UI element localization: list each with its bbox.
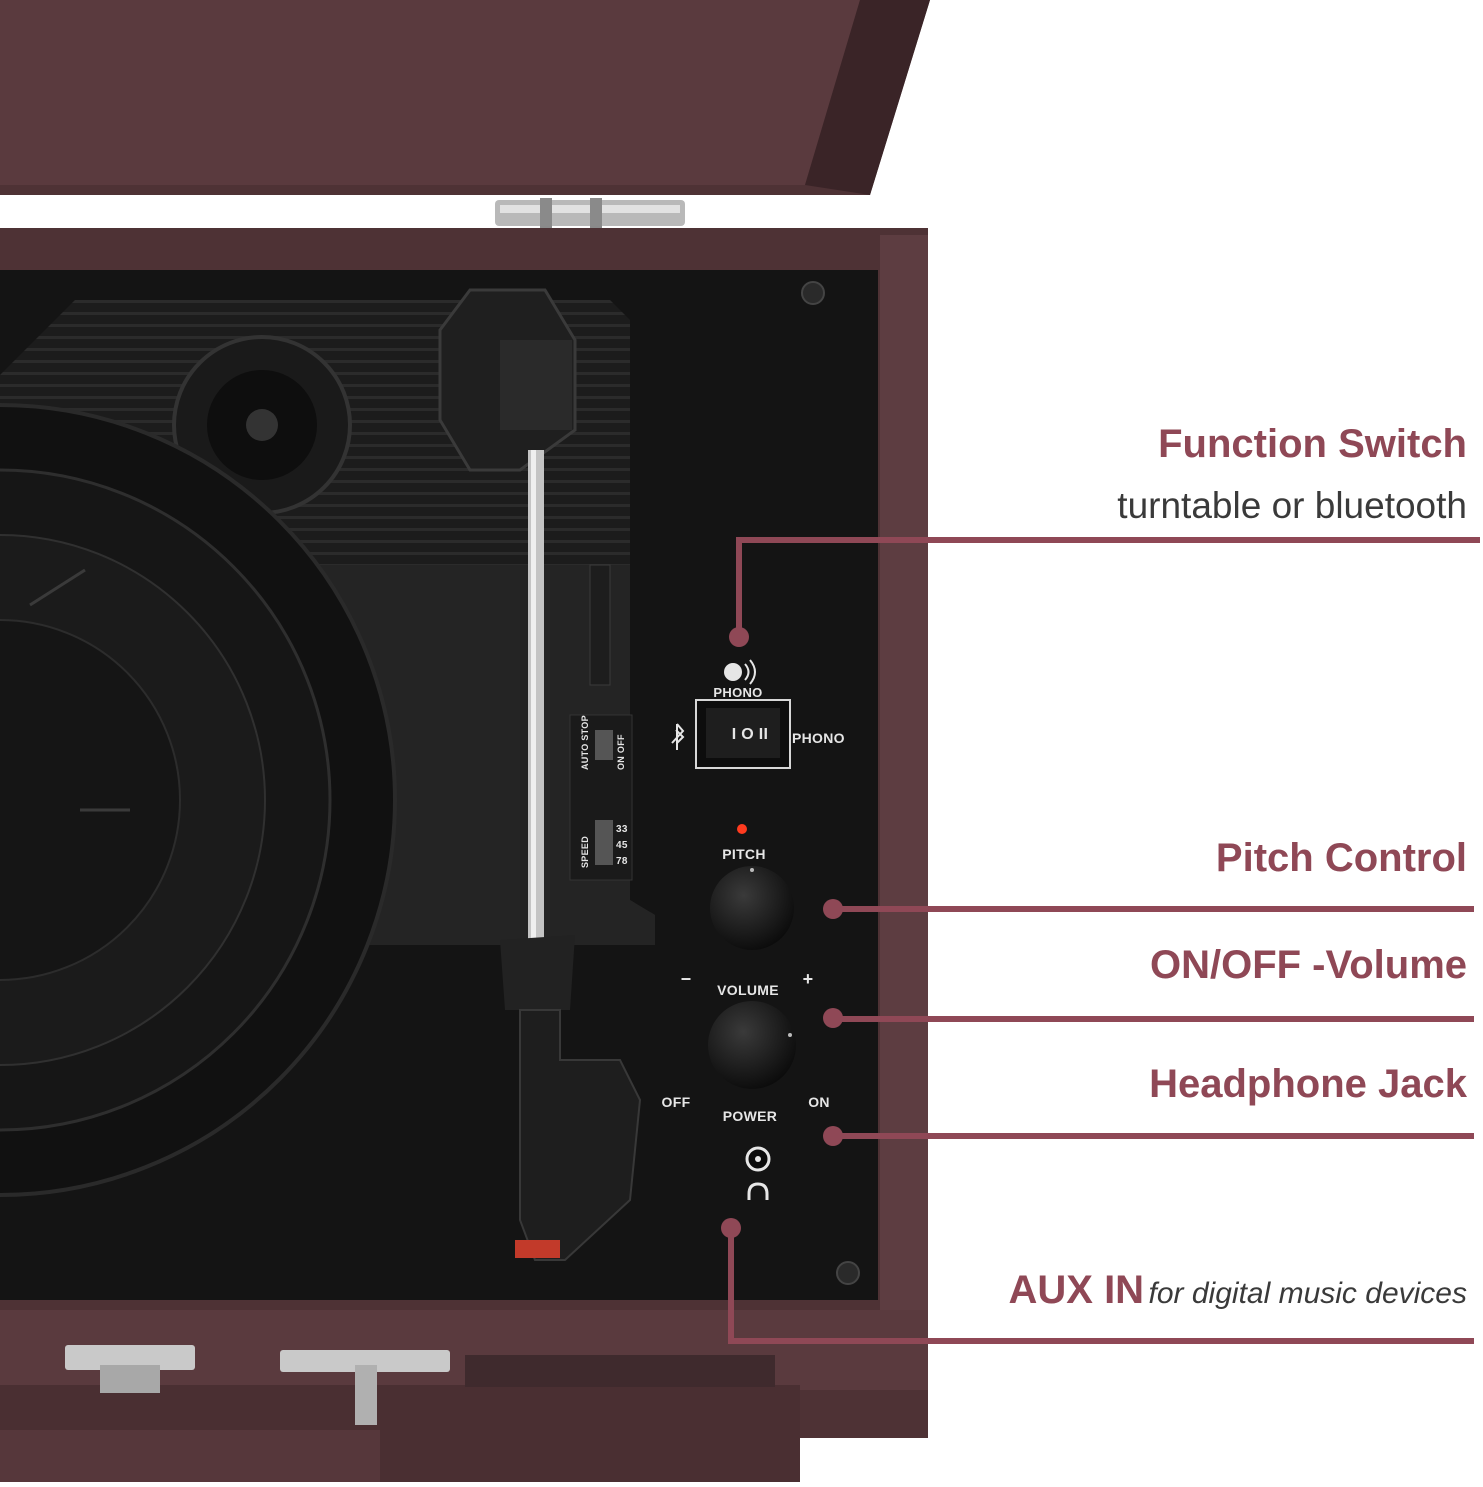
function-switch-line [738,537,1480,543]
speed-switch-block [569,714,633,881]
bluetooth-signal-icon [724,659,756,685]
aux-subtitle: for digital music devices [1148,1277,1467,1310]
switch-right-label: PHONO [792,730,845,746]
platter [0,403,397,1197]
pitch-knob[interactable] [710,866,794,950]
volume-title: ON/OFF -Volume [1149,943,1467,987]
off-label: OFF [662,1094,691,1110]
headphone-line [832,1133,1474,1139]
aux-leader [728,1230,734,1342]
volume-dot [823,1008,843,1028]
headphone-icon [747,1182,769,1200]
pitch-control-dot [823,899,843,919]
on-off-label: ON OFF [616,734,626,770]
switch-face-label: I O II [732,726,768,743]
tonearm [438,288,642,1261]
pitch-label: PITCH [722,846,766,862]
volume-line [832,1016,1474,1022]
case-latch [65,1345,775,1425]
speed-45-label: 45 [616,840,628,851]
pitch-control-title: Pitch Control [1215,836,1467,880]
case-lid [0,0,930,195]
aux-jack-icon[interactable] [745,1146,771,1172]
on-label: ON [808,1094,830,1110]
bluetooth-icon [671,723,685,750]
speed-label: SPEED [580,836,590,868]
volume-label: VOLUME [717,982,779,998]
aux-dot [721,1218,741,1238]
function-switch-subtitle: turntable or bluetooth [1117,485,1467,526]
aux-title: AUX IN [1008,1268,1145,1312]
speed-78-label: 78 [616,856,628,867]
power-label: POWER [723,1108,777,1124]
volume-knob[interactable] [708,1001,796,1089]
function-switch [695,699,791,769]
function-switch-dot [729,627,749,647]
volume-plus-label: + [803,969,814,989]
auto-stop-label: AUTO STOP [580,715,590,770]
switch-top-label: PHONO [713,685,762,700]
function-switch-title: Function Switch [1158,422,1467,466]
headphone-title: Headphone Jack [1149,1062,1467,1106]
headphone-dot [823,1126,843,1146]
volume-minus-label: − [681,969,692,989]
speed-33-label: 33 [616,824,628,835]
aux-line [728,1338,1474,1344]
function-switch-leader [736,537,742,637]
hinge [495,198,685,228]
aux-callout: AUX IN for digital music devices [1009,1268,1468,1313]
pitch-control-line [832,906,1474,912]
power-led [737,824,747,834]
